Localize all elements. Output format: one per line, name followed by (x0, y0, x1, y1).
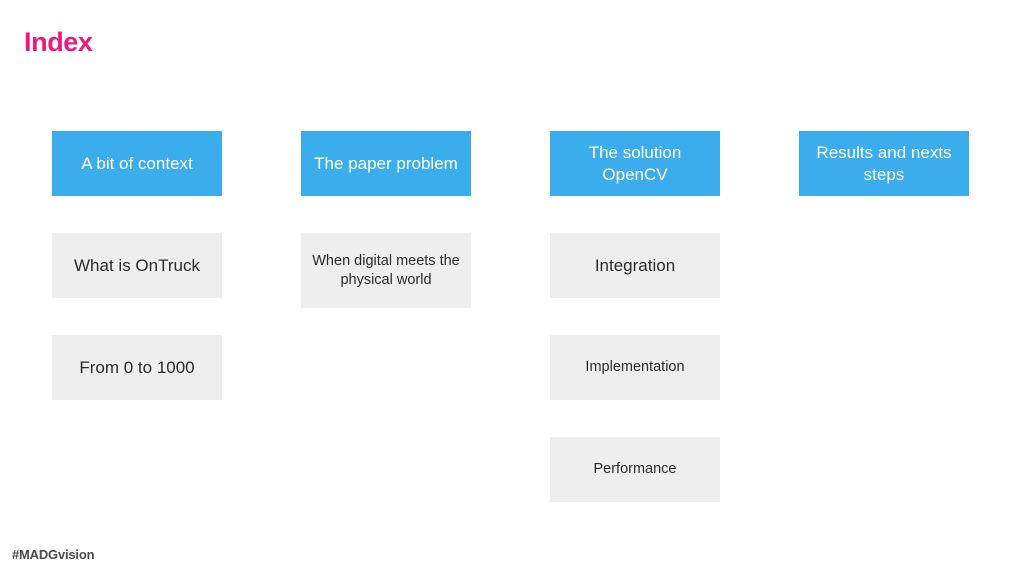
section-item-when-digital-meets-the-physical-world[interactable]: When digital meets the physical world (301, 233, 471, 308)
index-column-1: A bit of context What is OnTruck From 0 … (52, 131, 222, 502)
section-header-a-bit-of-context[interactable]: A bit of context (52, 131, 222, 196)
section-header-the-paper-problem[interactable]: The paper problem (301, 131, 471, 196)
index-column-3: The solution OpenCV Integration Implemen… (550, 131, 720, 502)
index-columns: A bit of context What is OnTruck From 0 … (52, 131, 992, 502)
index-column-2: The paper problem When digital meets the… (301, 131, 471, 502)
section-item-integration[interactable]: Integration (550, 233, 720, 298)
section-header-results-and-nexts-steps[interactable]: Results and nexts steps (799, 131, 969, 196)
section-item-implementation[interactable]: Implementation (550, 335, 720, 400)
section-item-performance[interactable]: Performance (550, 437, 720, 502)
section-item-what-is-ontruck[interactable]: What is OnTruck (52, 233, 222, 298)
section-header-the-solution-opencv[interactable]: The solution OpenCV (550, 131, 720, 196)
index-column-4: Results and nexts steps (799, 131, 969, 502)
section-item-from-0-to-1000[interactable]: From 0 to 1000 (52, 335, 222, 400)
footer-hashtag: #MADGvision (12, 547, 95, 562)
page-title: Index (24, 27, 93, 57)
